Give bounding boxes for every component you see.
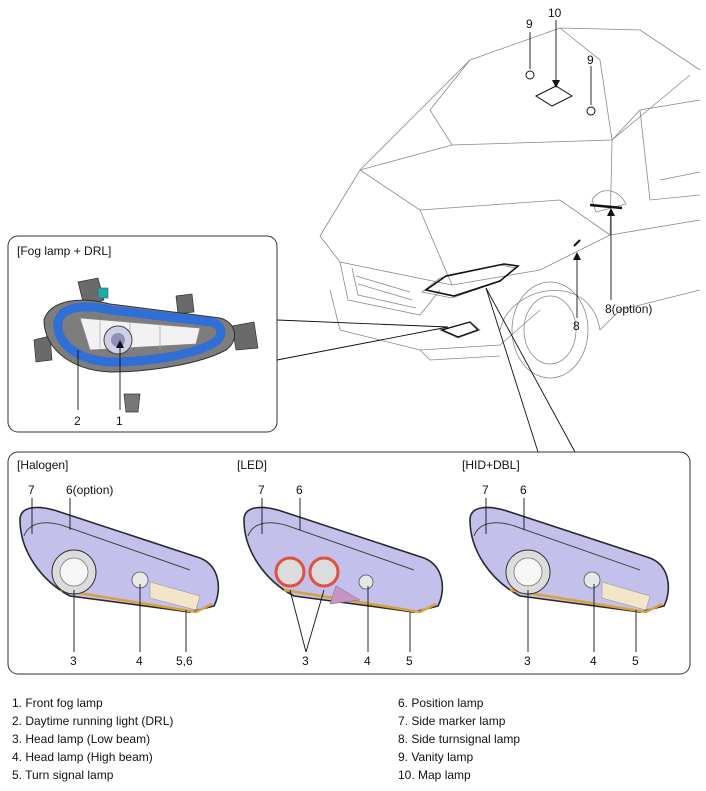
halogen-callout-6-option: 6(option) [66,483,113,497]
legend-item-7: 7. Side marker lamp [398,714,506,728]
led-title: [LED] [237,458,267,472]
callout-vanity-right: 9 [587,53,594,67]
legend-item-2: 2. Daytime running light (DRL) [12,714,174,728]
halogen-callout-7: 7 [28,483,35,497]
led-callout-5: 5 [406,654,413,668]
halogen-callout-5-6: 5,6 [176,654,193,668]
legend-item-9: 9. Vanity lamp [398,750,474,764]
led-headlamp: [LED] [237,458,444,653]
callout-vanity-left: 9 [526,17,533,31]
fog-drl-inset: [Fog lamp + DRL] [7,235,278,433]
callout-map: 10 [548,6,562,20]
legend-left: 1. Front fog lamp 2. Daytime running lig… [12,694,173,784]
hid-callout-3: 3 [524,654,531,668]
fog-callout-1: 1 [116,414,123,428]
hid-callout-4: 4 [590,654,597,668]
hid-title: [HID+DBL] [462,458,520,472]
callout-side-turnsignal: 8 [573,319,580,333]
led-callout-4: 4 [364,654,371,668]
callout-mirror-option: 8(option) [605,302,652,316]
legend-item-3: 3. Head lamp (Low beam) [12,732,151,746]
legend-item-6: 6. Position lamp [398,696,484,710]
halogen-callout-3: 3 [70,654,77,668]
halogen-title: [Halogen] [17,458,68,472]
hid-dbl-headlamp: [HID+DBL] [462,458,670,652]
led-callout-6: 6 [296,483,303,497]
legend-item-5: 5. Turn signal lamp [12,768,114,782]
car-drawing [319,27,701,379]
halogen-headlamp: [Halogen] [17,458,220,652]
car-callout-lines [529,20,615,318]
hid-callout-6: 6 [520,483,527,497]
halogen-callout-4: 4 [136,654,143,668]
hid-callout-5: 5 [632,654,639,668]
legend-item-1: 1. Front fog lamp [12,696,103,710]
hid-callout-7: 7 [482,483,489,497]
led-callout-7: 7 [258,483,265,497]
fog-callout-2: 2 [74,414,81,428]
legend-right: 6. Position lamp 7. Side marker lamp 8. … [398,694,520,784]
led-callout-3: 3 [302,654,309,668]
legend-item-4: 4. Head lamp (High beam) [12,750,153,764]
fog-inset-title: [Fog lamp + DRL] [17,244,111,258]
inset-connector-lines [276,287,576,453]
legend-item-10: 10. Map lamp [398,768,471,782]
legend-item-8: 8. Side turnsignal lamp [398,732,521,746]
